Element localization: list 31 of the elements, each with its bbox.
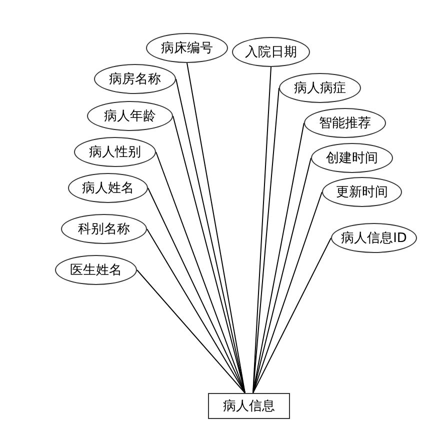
connector-line: [252, 122, 304, 394]
attribute-label: 创建时间: [326, 150, 378, 167]
attribute-label: 病人病症: [294, 80, 346, 97]
attribute-label: 病人姓名: [82, 180, 134, 197]
attribute-label: 病房名称: [109, 71, 161, 88]
attribute-label: 智能推荐: [319, 115, 371, 132]
connector-line: [252, 238, 332, 394]
connector-line: [146, 228, 246, 394]
attribute-ellipse: [94, 64, 176, 94]
attribute-label: 更新时间: [336, 184, 388, 201]
attribute-label: 入院日期: [245, 44, 297, 61]
attribute-ellipse: [68, 173, 148, 203]
connector-line: [252, 158, 312, 394]
attribute-ellipse: [304, 108, 386, 138]
attribute-label: 病床编号: [161, 40, 213, 57]
attribute-ellipse: [74, 137, 156, 167]
attribute-label: 病人信息: [223, 398, 275, 415]
attribute-ellipse: [279, 73, 361, 103]
connector-line: [136, 270, 246, 394]
connector-line: [186, 62, 246, 394]
attribute-label: 病人信息ID: [341, 230, 407, 247]
attribute-ellipse: [322, 177, 402, 207]
attribute-ellipse: [87, 101, 173, 131]
entity-box: [208, 393, 290, 419]
connector-line: [252, 88, 280, 394]
connector-line: [252, 192, 322, 394]
attribute-label: 病人性别: [89, 144, 141, 161]
attribute-label: 医生姓名: [70, 262, 122, 279]
attribute-ellipse: [311, 143, 393, 173]
attribute-label: 科别名称: [78, 221, 130, 238]
attribute-label: 病人年龄: [104, 108, 156, 125]
